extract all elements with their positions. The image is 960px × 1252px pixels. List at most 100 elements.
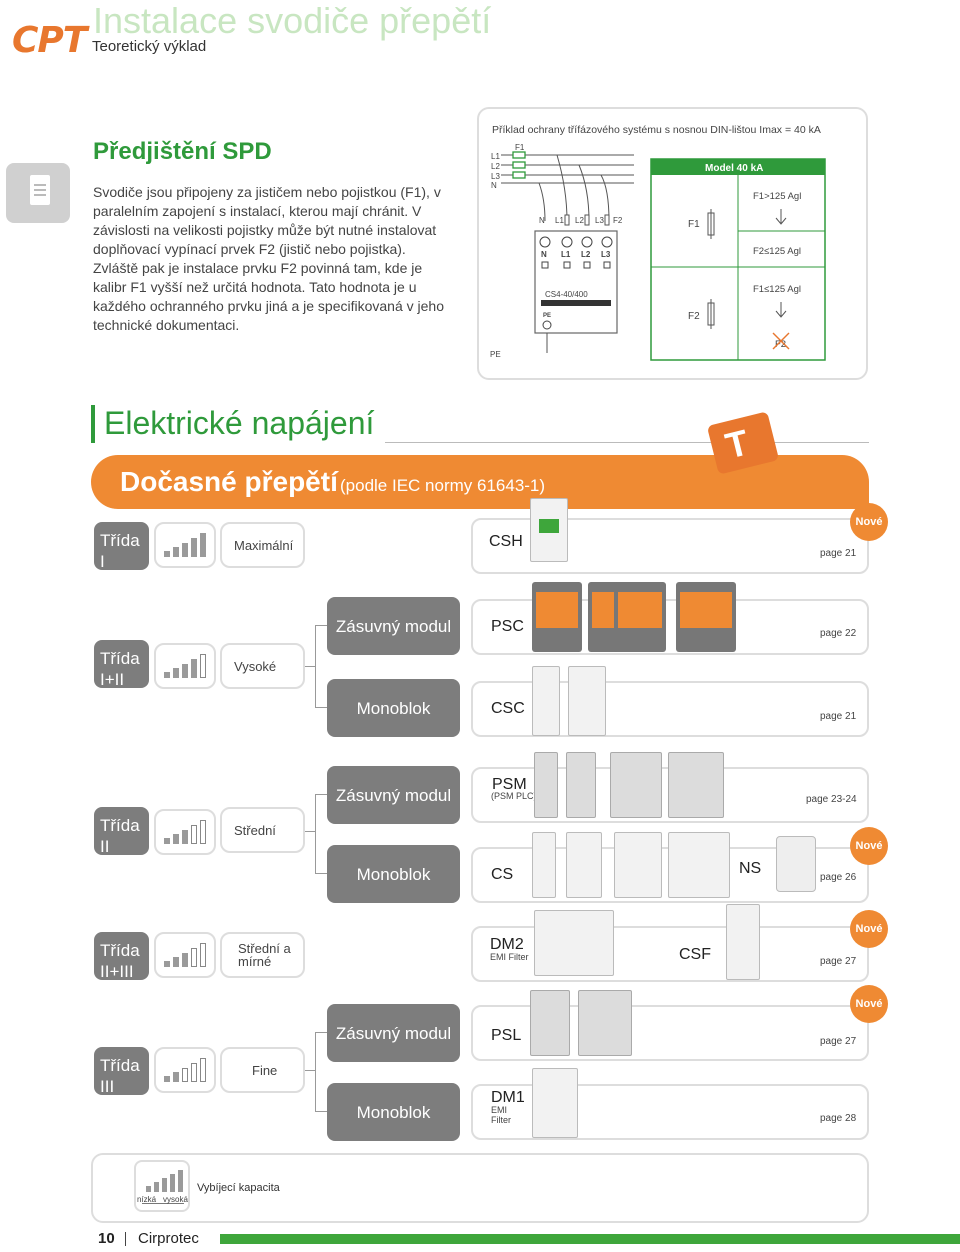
connector xyxy=(315,1032,327,1033)
dm2-device-image xyxy=(534,910,614,976)
product-csc-card[interactable] xyxy=(471,681,869,737)
psm-device-image xyxy=(668,752,724,818)
connector xyxy=(315,794,316,874)
product-dm2-sub: EMI Filter xyxy=(490,952,529,962)
capacity-meter-medium-mild xyxy=(154,932,216,978)
product-dm1-sub1: EMI xyxy=(491,1105,508,1115)
badge-new-dm2: Nové xyxy=(850,910,888,948)
connector xyxy=(305,831,315,832)
page-title: Instalace svodiče přepětí xyxy=(93,0,492,41)
rule-3-f2: F2 xyxy=(775,339,786,350)
page-ref-26: page 26 xyxy=(820,872,857,883)
connector xyxy=(305,666,315,667)
level-high: Vysoké xyxy=(220,643,305,689)
document-icon xyxy=(6,163,70,223)
line-l2: L2 xyxy=(491,162,500,171)
connector xyxy=(315,625,327,626)
band-title: Dočasné přepětí xyxy=(120,466,338,497)
level-medium: Střední xyxy=(220,807,305,853)
product-psm-sub: (PSM PLC) xyxy=(491,791,537,801)
pe-label: PE xyxy=(490,350,501,359)
capacity-meter-medium xyxy=(154,809,216,855)
product-psc: PSC xyxy=(491,618,524,635)
page-ref-27b: page 27 xyxy=(820,1036,857,1047)
fuse-f1-label: F1 xyxy=(515,143,525,152)
line-n: N xyxy=(491,181,497,190)
csf-device-image xyxy=(726,904,760,980)
cs-device-image xyxy=(614,832,662,898)
term-l2-top: L2 xyxy=(575,216,584,225)
monoblock-label: Monoblok xyxy=(327,1083,460,1141)
cs-device-image xyxy=(566,832,602,898)
psl-device-image xyxy=(578,990,632,1056)
csh-device-image xyxy=(530,498,568,562)
cs-device-image xyxy=(532,832,556,898)
model-title: Model 40 kA xyxy=(705,163,763,174)
psl-device-image xyxy=(530,990,570,1056)
heading-rule xyxy=(385,442,869,443)
product-psc-card[interactable] xyxy=(471,599,869,655)
csc-device-image xyxy=(568,666,606,736)
badge-new-csh: Nové xyxy=(850,503,888,541)
rule-1: F1>125 Agl xyxy=(753,191,801,202)
dev-term-l2: L2 xyxy=(581,250,591,259)
badge-new-psl: Nové xyxy=(850,985,888,1023)
product-psm: PSM xyxy=(492,776,527,793)
heading-accent xyxy=(91,405,95,443)
psm-device-image xyxy=(534,752,558,818)
product-dm1-sub2: Filter xyxy=(491,1115,511,1125)
cs4-device xyxy=(534,230,618,334)
legend-box xyxy=(91,1153,869,1223)
page-ref-23-24: page 23-24 xyxy=(806,794,857,805)
badge-new-ns: Nové xyxy=(850,827,888,865)
psm-device-image xyxy=(610,752,662,818)
product-csh: CSH xyxy=(489,533,523,550)
footer-brand: Cirprotec xyxy=(138,1230,199,1247)
level-fine: Fine xyxy=(220,1047,305,1093)
table-f1: F1 xyxy=(688,219,700,230)
capacity-meter-fine xyxy=(154,1047,216,1093)
page-ref-27a: page 27 xyxy=(820,956,857,967)
term-n-top: N xyxy=(539,216,545,225)
product-cs: CS xyxy=(491,866,514,883)
footer-bar xyxy=(220,1234,960,1244)
cpt-logo: CPT xyxy=(12,20,87,61)
product-ns: NS xyxy=(739,860,762,877)
diagram-caption: Příklad ochrany třífázového systému s no… xyxy=(492,124,821,136)
connector xyxy=(315,1032,316,1112)
plug-module-label: Zásuvný modul xyxy=(327,766,460,824)
product-dm2-card[interactable] xyxy=(471,926,869,982)
legend-high: vysoká xyxy=(163,1195,188,1204)
rule-2: F2≤125 Agl xyxy=(753,246,801,257)
level-max: Maximální xyxy=(220,522,305,568)
plug-module-label: Zásuvný modul xyxy=(327,597,460,655)
product-csf: CSF xyxy=(679,946,711,963)
page-ref-22: page 22 xyxy=(820,628,857,639)
connector xyxy=(315,1111,327,1112)
line-l1: L1 xyxy=(491,152,500,161)
monoblock-label: Monoblok xyxy=(327,679,460,737)
psc-device-image xyxy=(676,582,736,652)
device-pe: PE xyxy=(543,313,551,319)
legend-text: Vybíjecí kapacita xyxy=(197,1182,280,1194)
page-number: 10 xyxy=(98,1230,115,1247)
product-dm1: DM1 xyxy=(491,1089,525,1106)
rule-3: F1≤125 Agl xyxy=(753,284,801,295)
table-f2: F2 xyxy=(688,311,700,322)
line-l3: L3 xyxy=(491,172,500,181)
band-subtitle: (podle IEC normy 61643-1) xyxy=(340,476,546,495)
term-f2-top: F2 xyxy=(613,216,623,225)
connector xyxy=(315,707,327,708)
intro-text: Svodiče jsou připojeny za jističem nebo … xyxy=(93,184,445,333)
page-ref-28: page 28 xyxy=(820,1113,857,1124)
intro-title: Předjištění SPD xyxy=(93,138,272,165)
monoblock-label: Monoblok xyxy=(327,845,460,903)
cs-device-image xyxy=(668,832,730,898)
term-l1-top: L1 xyxy=(555,216,564,225)
product-dm1-card[interactable] xyxy=(471,1084,869,1140)
capacity-meter-max xyxy=(154,522,216,568)
connector xyxy=(315,794,327,795)
